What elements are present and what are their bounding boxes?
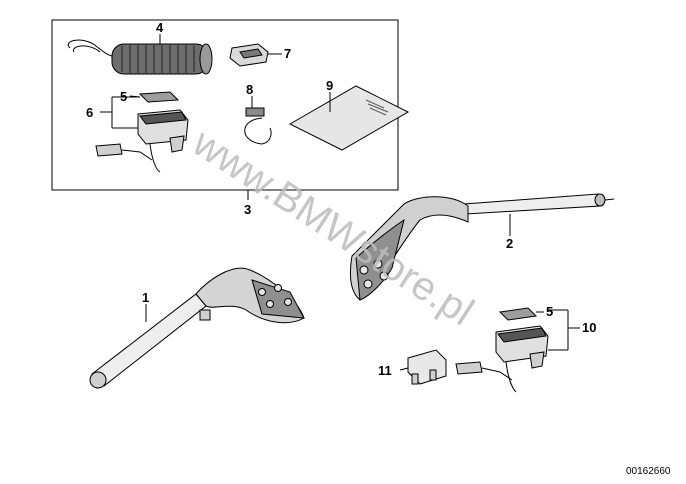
callout-11: 11 (378, 363, 392, 378)
handlebar-right (349, 193, 615, 301)
callout-3: 3 (244, 202, 251, 217)
rubber-pad-right (498, 307, 538, 321)
callout-10: 10 (582, 320, 596, 335)
callout-8: 8 (246, 82, 253, 97)
callout-5-right: 5 (546, 304, 553, 319)
callout-5-box: 5 (120, 89, 127, 104)
callout-7: 7 (284, 46, 291, 61)
switch-assembly-box (95, 109, 189, 173)
instruction-card (288, 85, 410, 151)
callout-6: 6 (86, 105, 93, 120)
connector-plug (229, 43, 269, 67)
rubber-pad-top (138, 91, 180, 103)
fuse (407, 349, 447, 385)
handlebar-left (89, 267, 305, 389)
clamp-clip (244, 107, 272, 145)
callout-9: 9 (326, 78, 333, 93)
heated-grip (67, 39, 213, 75)
callout-1: 1 (142, 290, 149, 305)
document-number: 00162660 (626, 466, 671, 477)
kit-box (51, 19, 399, 191)
switch-assembly-right (455, 325, 549, 393)
callout-2: 2 (506, 236, 513, 251)
callout-4: 4 (156, 20, 164, 35)
